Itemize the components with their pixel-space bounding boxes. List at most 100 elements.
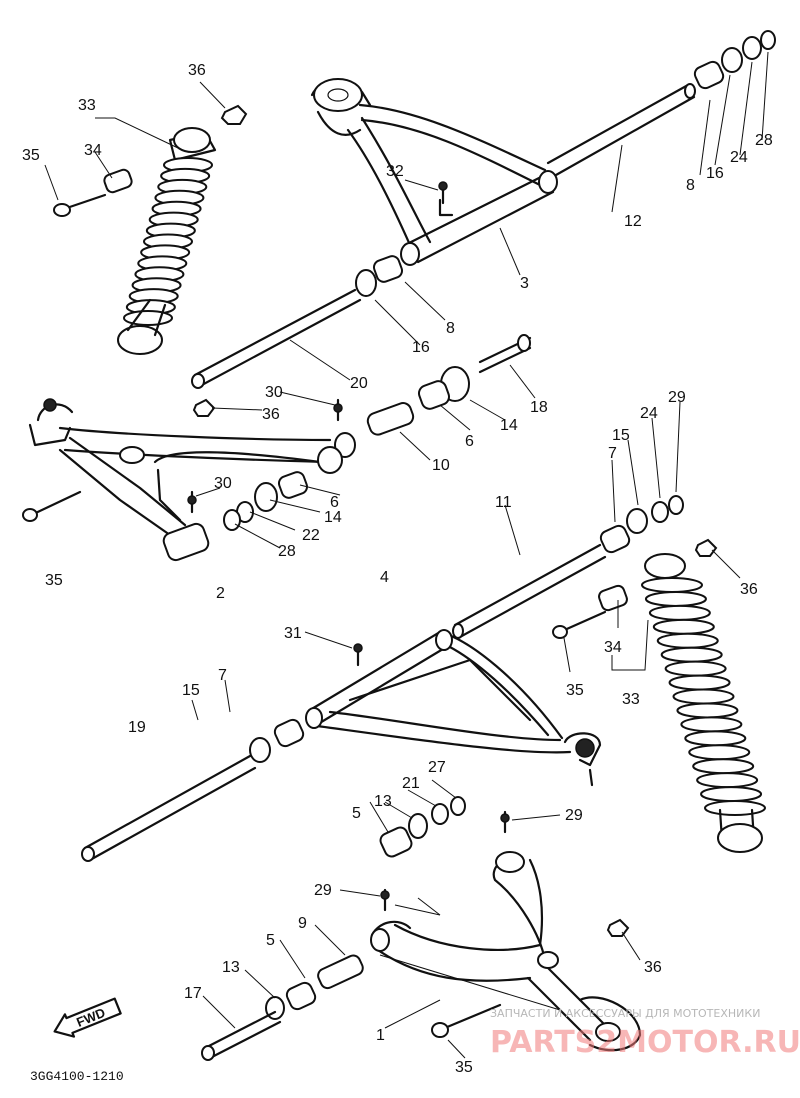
callout-36-a: 36 [188, 62, 206, 79]
callout-10: 10 [432, 457, 450, 474]
callout-33-b: 33 [622, 691, 640, 708]
callout-13-a: 13 [374, 793, 392, 810]
callout-36-c: 36 [740, 581, 758, 598]
grease-nipple-30-lower [187, 490, 197, 514]
grease-nipple-30-upper [333, 398, 343, 422]
callout-35-d: 35 [455, 1059, 473, 1076]
nut-36-arm2 [192, 398, 216, 417]
callout-21: 21 [402, 775, 420, 792]
callout-6-a: 6 [465, 433, 474, 450]
spring-coil [688, 744, 751, 761]
callout-8-b: 8 [446, 320, 455, 337]
collar-34-right [598, 584, 628, 612]
leader-lines [44, 51, 769, 1059]
grease-nipple-29-left [380, 888, 390, 912]
grease-nipple-32 [438, 181, 448, 205]
shock-absorber-right [641, 553, 766, 853]
spring-coil [672, 688, 735, 705]
spring-coil [648, 604, 711, 621]
spring-coil [680, 716, 743, 733]
callout-13-b: 13 [222, 959, 240, 976]
callout-25: 27 [428, 759, 446, 776]
callout-30-a: 30 [265, 384, 283, 401]
callout-34-b: 34 [604, 639, 622, 656]
callout-33-a: 33 [78, 97, 96, 114]
callout-16-b: 16 [412, 339, 430, 356]
bushings-7-15-left [249, 718, 305, 763]
callout-12: 12 [624, 213, 642, 230]
callout-28: 28 [755, 132, 773, 149]
callout-18: 18 [530, 399, 548, 416]
shaft-19 [81, 754, 257, 862]
nut-36-lower [606, 918, 630, 937]
callout-14-a: 14 [500, 417, 518, 434]
shock-absorber-upper-left [117, 127, 217, 355]
callout-8-a: 8 [686, 177, 695, 194]
spring-coil [660, 646, 723, 663]
spring-coil [700, 786, 763, 803]
watermark-brand-logo: PARTS2MOTOR.RU [490, 1025, 800, 1060]
callout-5-a: 5 [352, 805, 361, 822]
collar-9 [317, 954, 364, 990]
callout-7-a: 7 [608, 445, 617, 462]
bushings-6-14-22-26-left [223, 471, 309, 531]
callout-30-b: 30 [214, 475, 232, 492]
callout-3: 4 [380, 569, 389, 586]
spring-coil [641, 577, 703, 593]
nut-36-right [694, 538, 718, 557]
bolt-18 [478, 334, 532, 374]
bushings-5-13-21-25 [379, 796, 466, 858]
watermark-tagline: ЗАПЧАСТИ И АКСЕССУАРЫ ДЛЯ МОТОТЕХНИКИ [490, 1007, 760, 1020]
callout-15-b: 15 [182, 682, 200, 699]
callout-1: 1 [376, 1027, 385, 1044]
callout-9: 9 [298, 915, 307, 932]
spring-coil [656, 632, 719, 649]
callout-16-a: 16 [706, 165, 724, 182]
fwd-arrow: FWD [53, 997, 122, 1038]
bushings-7-15-23-27-right [599, 495, 684, 554]
callout-19: 19 [128, 719, 146, 736]
spring-coil [684, 730, 747, 747]
callout-22: 22 [302, 527, 320, 544]
collar-34-upper-left [103, 168, 133, 194]
bushing-6-right [417, 380, 451, 410]
lower-arm-3 [305, 629, 602, 787]
callout-36-b: 36 [262, 406, 280, 423]
shaft-20 [191, 288, 362, 389]
spring-coil [123, 310, 173, 326]
callout-2: 2 [216, 585, 225, 602]
drawing-code: 3GG4100-1210 [30, 1069, 124, 1084]
bushings-8-16-24-28-upper [693, 30, 776, 90]
callout-31: 31 [284, 625, 302, 642]
callout-24: 24 [730, 149, 748, 166]
nut-36-upper-left [220, 104, 248, 125]
callout-34-a: 34 [84, 142, 102, 159]
callout-35-b: 35 [45, 572, 63, 589]
bushings-8-16-mid [355, 255, 404, 297]
callout-29-b: 29 [314, 882, 332, 899]
spring-coil [664, 660, 727, 677]
shaft-11 [452, 543, 607, 639]
spring-coil [696, 772, 759, 789]
callout-23: 24 [640, 405, 658, 422]
callout-27: 29 [668, 389, 686, 406]
spring-coil [692, 758, 755, 775]
shaft-12 [546, 83, 696, 177]
grease-nipple-29-right [500, 810, 510, 834]
callout-26: 28 [278, 543, 296, 560]
bolt-35-upper-left [53, 193, 107, 217]
bolt-35-right [552, 610, 607, 639]
callout-35-c: 35 [566, 682, 584, 699]
bushings-5-13-lower [265, 981, 317, 1020]
upper-arm-4 [310, 78, 558, 266]
callout-36-d: 36 [644, 959, 662, 976]
callout-7-b: 7 [218, 667, 227, 684]
callout-11: 11 [495, 494, 512, 511]
callout-6-b: 6 [330, 494, 339, 511]
collar-10 [366, 402, 415, 436]
watermark: ЗАПЧАСТИ И АКСЕССУАРЫ ДЛЯ МОТОТЕХНИКИ PA… [490, 1007, 800, 1060]
bolt-35-arm2 [22, 490, 82, 522]
bolt-35-lower [431, 1003, 502, 1038]
